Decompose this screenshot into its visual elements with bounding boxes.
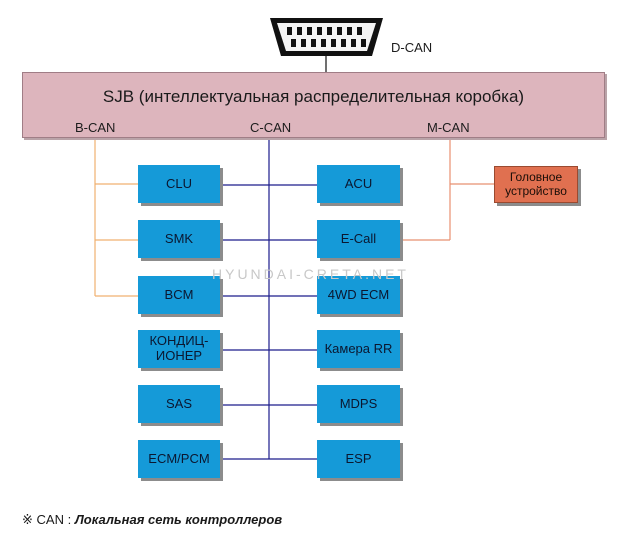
module-mdps: MDPS xyxy=(317,385,400,423)
module-4wd-ecm: 4WD ECM xyxy=(317,276,400,314)
module-rear-camera: Камера RR xyxy=(317,330,400,368)
c-can-lines xyxy=(220,138,317,460)
footnote: ※ CAN : Локальная сеть контроллеров xyxy=(22,512,282,528)
d-can-label: D-CAN xyxy=(391,40,433,55)
module-acu: ACU xyxy=(317,165,400,203)
module-head-unit: Головное устройство xyxy=(494,166,578,203)
module-climate-control: КОНДИЦ- ИОНЕР xyxy=(138,330,220,368)
m-can-label: M-CAN xyxy=(427,120,470,135)
sjb-box: SJB (интеллектуальная распределительная … xyxy=(22,72,605,138)
b-can-label: B-CAN xyxy=(75,120,116,135)
module-ecm-pcm: ECM/PCM xyxy=(138,440,220,478)
module-esp: ESP xyxy=(317,440,400,478)
module-sas: SAS xyxy=(138,385,220,423)
watermark: HYUNDAI-CRETA.NET xyxy=(212,266,409,282)
module-bcm: BCM xyxy=(138,276,220,314)
footnote-symbol: ※ xyxy=(22,512,33,527)
module-e-call: E-Call xyxy=(317,220,400,258)
b-can-lines xyxy=(94,138,138,297)
sjb-title: SJB (интеллектуальная распределительная … xyxy=(102,87,525,106)
module-clu: CLU xyxy=(138,165,220,203)
m-can-lines xyxy=(400,138,494,241)
c-can-label: C-CAN xyxy=(250,120,292,135)
footnote-text: Локальная сеть контроллеров xyxy=(74,512,283,527)
obd-connector-icon xyxy=(270,18,383,56)
module-smk: SMK xyxy=(138,220,220,258)
footnote-prefix: CAN : xyxy=(36,512,72,527)
